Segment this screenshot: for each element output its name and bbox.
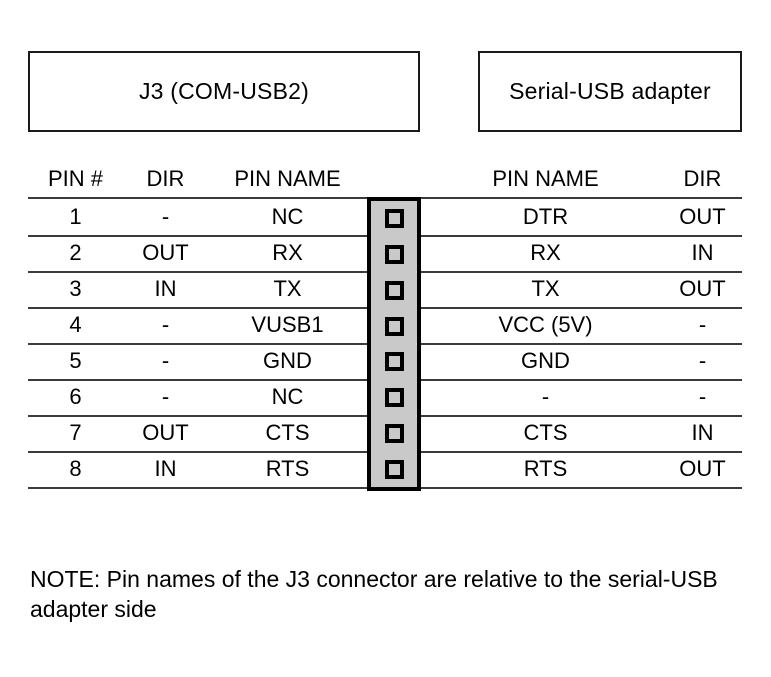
table-row: 8 IN RTS RTS OUT bbox=[28, 451, 742, 487]
cell-pin-number: 4 bbox=[69, 312, 82, 337]
cell-pin-name-left: RTS bbox=[265, 456, 310, 481]
note-text: NOTE: Pin names of the J3 connector are … bbox=[30, 566, 718, 622]
table-row: 1 - NC DTR OUT bbox=[28, 199, 742, 235]
cell-pin-name-right: VCC (5V) bbox=[498, 312, 593, 337]
table-row: 2 OUT RX RX IN bbox=[28, 235, 742, 271]
cell-dir-left: - bbox=[161, 204, 170, 229]
cell-dir-left: - bbox=[161, 312, 170, 337]
cell-pin-name-left: RX bbox=[272, 240, 303, 265]
cell-dir-right: IN bbox=[691, 240, 714, 265]
cell-dir-left: - bbox=[161, 384, 170, 409]
cell-dir-right: OUT bbox=[679, 204, 726, 229]
connector-pin-pad bbox=[384, 209, 404, 229]
connector-pin-pad bbox=[384, 423, 404, 443]
connector-pin-pad bbox=[384, 280, 404, 300]
cell-pin-number: 6 bbox=[69, 384, 82, 409]
connector-pin-pad bbox=[384, 352, 404, 372]
cell-pin-number: 7 bbox=[69, 420, 82, 445]
serial-usb-adapter-title-label: Serial-USB adapter bbox=[509, 78, 711, 104]
cell-pin-name-left: NC bbox=[271, 204, 304, 229]
cell-dir-left: OUT bbox=[142, 420, 189, 445]
cell-dir-left: IN bbox=[154, 456, 177, 481]
cell-dir-left: - bbox=[161, 348, 170, 373]
pin-mapping-table: PIN # DIR PIN NAME PIN NAME DIR 1 - NC DTR O… bbox=[28, 160, 742, 493]
table-row: 6 - NC - - bbox=[28, 379, 742, 415]
cell-pin-number: 1 bbox=[69, 204, 82, 229]
cell-pin-name-left: VUSB1 bbox=[251, 312, 324, 337]
cell-dir-right: OUT bbox=[679, 456, 726, 481]
cell-pin-number: 5 bbox=[69, 348, 82, 373]
cell-pin-name-right: CTS bbox=[523, 420, 568, 445]
cell-pin-name-left: NC bbox=[271, 384, 304, 409]
column-header-pin-number: PIN # bbox=[47, 166, 104, 191]
cell-pin-name-left: TX bbox=[273, 276, 302, 301]
table-header-row: PIN # DIR PIN NAME PIN NAME DIR bbox=[28, 160, 742, 197]
connector-pin-strip bbox=[367, 197, 421, 491]
table-row: 5 - GND GND - bbox=[28, 343, 742, 379]
cell-dir-right: OUT bbox=[679, 276, 726, 301]
table-row: 4 - VUSB1 VCC (5V) - bbox=[28, 307, 742, 343]
table-row: 7 OUT CTS CTS IN bbox=[28, 415, 742, 451]
serial-usb-adapter-title-box: Serial-USB adapter bbox=[478, 51, 742, 132]
cell-pin-name-right: GND bbox=[521, 348, 570, 373]
cell-pin-name-right: TX bbox=[531, 276, 560, 301]
cell-dir-left: IN bbox=[154, 276, 177, 301]
j3-connector-title-box: J3 (COM-USB2) bbox=[28, 51, 420, 132]
connector-pin-pad bbox=[384, 459, 404, 479]
cell-pin-name-right: - bbox=[541, 384, 550, 409]
cell-pin-name-left: GND bbox=[263, 348, 312, 373]
connector-pin-pad bbox=[384, 388, 404, 408]
connector-pin-pad bbox=[384, 316, 404, 336]
cell-pin-number: 2 bbox=[69, 240, 82, 265]
column-header-pin-name-right: PIN NAME bbox=[492, 166, 599, 191]
cell-pin-name-left: CTS bbox=[265, 420, 310, 445]
cell-pin-number: 3 bbox=[69, 276, 82, 301]
cell-dir-right: - bbox=[698, 312, 707, 337]
column-header-pin-name-left: PIN NAME bbox=[234, 166, 341, 191]
cell-dir-right: - bbox=[698, 348, 707, 373]
table-row: 3 IN TX TX OUT bbox=[28, 271, 742, 307]
cell-pin-name-right: DTR bbox=[522, 204, 569, 229]
column-header-dir-left: DIR bbox=[146, 166, 185, 191]
cell-dir-right: IN bbox=[691, 420, 714, 445]
j3-connector-title-label: J3 (COM-USB2) bbox=[138, 78, 309, 104]
column-header-dir-right: DIR bbox=[683, 166, 722, 191]
cell-pin-name-right: RTS bbox=[523, 456, 568, 481]
cell-pin-number: 8 bbox=[69, 456, 82, 481]
cell-pin-name-right: RX bbox=[530, 240, 561, 265]
cell-dir-right: - bbox=[698, 384, 707, 409]
connector-pin-pad bbox=[384, 245, 404, 265]
cell-dir-left: OUT bbox=[142, 240, 189, 265]
